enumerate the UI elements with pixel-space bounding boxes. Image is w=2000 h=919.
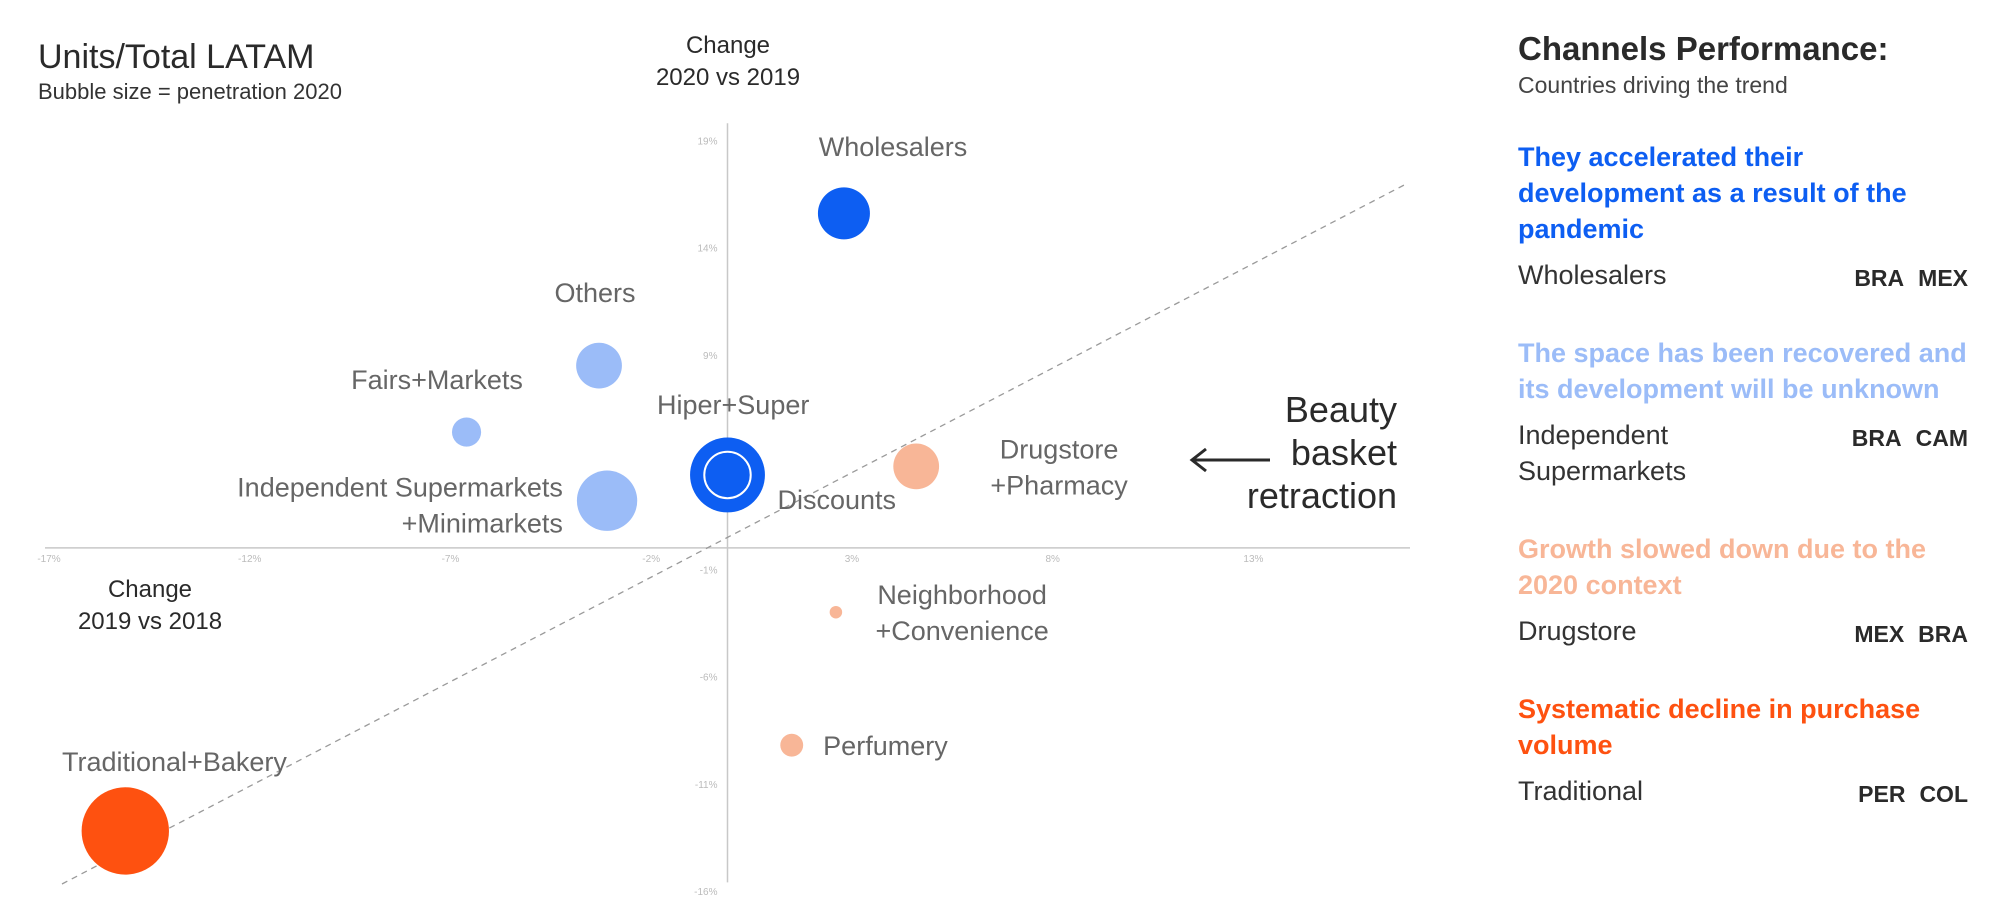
- x-tick-label: 3%: [845, 554, 860, 565]
- bubble-label: Neighborhood: [877, 580, 1047, 610]
- bubble-label: Discounts: [778, 485, 897, 515]
- bubble-fairs-markets: [451, 417, 482, 447]
- panel-subtitle: Countries driving the trend: [1518, 72, 1788, 98]
- beauty-basket-annotation: Beauty basket retraction: [1247, 388, 1397, 517]
- bubble-label: +Minimarkets: [402, 509, 563, 539]
- group-label: Independent Supermarkets: [1518, 420, 1687, 486]
- bubble-traditional-bakery: [81, 787, 169, 875]
- annotation-line-2: basket: [1290, 432, 1397, 473]
- x-tick-label: 8%: [1045, 554, 1060, 565]
- group-slowed: Growth slowed down due to the 2020 conte…: [1518, 531, 1968, 649]
- x-tick-label: -12%: [238, 554, 261, 565]
- panel-title: Channels Performance:: [1518, 30, 1889, 67]
- bubble-label: Traditional+Bakery: [62, 747, 287, 777]
- bubble-wholesalers: [817, 187, 870, 240]
- y-axis-title-line-1: Change: [685, 32, 771, 59]
- arrow-left-icon-head: [1189, 447, 1207, 473]
- country-code: BRA: [1918, 621, 1968, 647]
- channels-performance-panel: Channels Performance: Countries driving …: [1518, 30, 1968, 809]
- group-label: Drugstore: [1518, 616, 1637, 646]
- x-tick-label: -2%: [642, 554, 660, 565]
- country-code: MEX: [1918, 265, 1968, 291]
- bubble-hiper-super: [690, 437, 765, 513]
- bubble-label: +Pharmacy: [990, 470, 1128, 500]
- bubble-others: [576, 342, 622, 389]
- group-recovered: The space has been recovered and its dev…: [1518, 335, 1968, 489]
- group-label: Traditional: [1518, 776, 1644, 806]
- group-heading: The space has been recovered and its dev…: [1518, 338, 1967, 404]
- group-heading: They accelerated their development as a …: [1518, 142, 1907, 244]
- y-tick-label: 14%: [697, 244, 717, 255]
- group-heading: Systematic decline in purchase volume: [1518, 694, 1921, 760]
- bubble-independent-supermarkets-minimarkets: [576, 470, 638, 531]
- x-tick-label: -7%: [442, 554, 460, 565]
- bubble-label: Independent Supermarkets: [237, 473, 563, 503]
- country-code: COL: [1919, 781, 1968, 807]
- bubble-label: Others: [554, 278, 635, 308]
- x-tick-label: -17%: [37, 554, 60, 565]
- group-accelerated: They accelerated their development as a …: [1518, 139, 1968, 293]
- bubble-label: +Convenience: [875, 616, 1048, 646]
- y-tick-label: -1%: [700, 565, 718, 576]
- y-tick-label: 19%: [697, 136, 717, 147]
- group-label: Wholesalers: [1518, 260, 1667, 290]
- bubble-label: Perfumery: [823, 731, 948, 761]
- y-tick-label: 9%: [703, 351, 718, 362]
- x-axis-title: Change 2019 vs 2018: [30, 574, 270, 638]
- bubble-neighborhood-convenience: [829, 605, 843, 619]
- x-tick-label: 13%: [1243, 554, 1263, 565]
- chart-subtitle: Bubble size = penetration 2020: [38, 79, 342, 104]
- x-axis-title-line-1: Change: [107, 576, 193, 603]
- annotation-line-1: Beauty: [1284, 389, 1397, 430]
- bubble-ring: [703, 450, 752, 500]
- country-code: MEX: [1854, 621, 1905, 647]
- x-axis-title-line-2: 2019 vs 2018: [77, 608, 223, 635]
- chart-title: Units/Total LATAM: [38, 38, 315, 76]
- y-tick-label: -6%: [700, 673, 718, 684]
- y-tick-label: -16%: [694, 887, 717, 898]
- country-code: PER: [1858, 781, 1906, 807]
- diagonal-reference-line: [61, 182, 1409, 885]
- country-code: BRA: [1851, 425, 1902, 451]
- country-code: CAM: [1915, 425, 1968, 451]
- group-heading: Growth slowed down due to the 2020 conte…: [1518, 534, 1926, 600]
- bubble-perfumery: [780, 733, 804, 757]
- bubble-drugstore-pharmacy: [893, 443, 940, 490]
- chart-title-block: Units/Total LATAM Bubble size = penetrat…: [38, 38, 342, 105]
- y-axis-title: Change 2020 vs 2019: [618, 30, 838, 94]
- bubble-label: Hiper+Super: [657, 390, 809, 420]
- bubble-label: Wholesalers: [819, 132, 968, 162]
- bubble-label: Fairs+Markets: [351, 365, 523, 395]
- bubble-label: Drugstore: [1000, 434, 1119, 464]
- annotation-line-3: retraction: [1246, 475, 1397, 516]
- y-tick-label: -11%: [695, 780, 718, 791]
- y-axis-title-line-2: 2020 vs 2019: [655, 64, 801, 91]
- country-code: BRA: [1854, 265, 1905, 291]
- group-decline: Systematic decline in purchase volume Tr…: [1518, 691, 1968, 809]
